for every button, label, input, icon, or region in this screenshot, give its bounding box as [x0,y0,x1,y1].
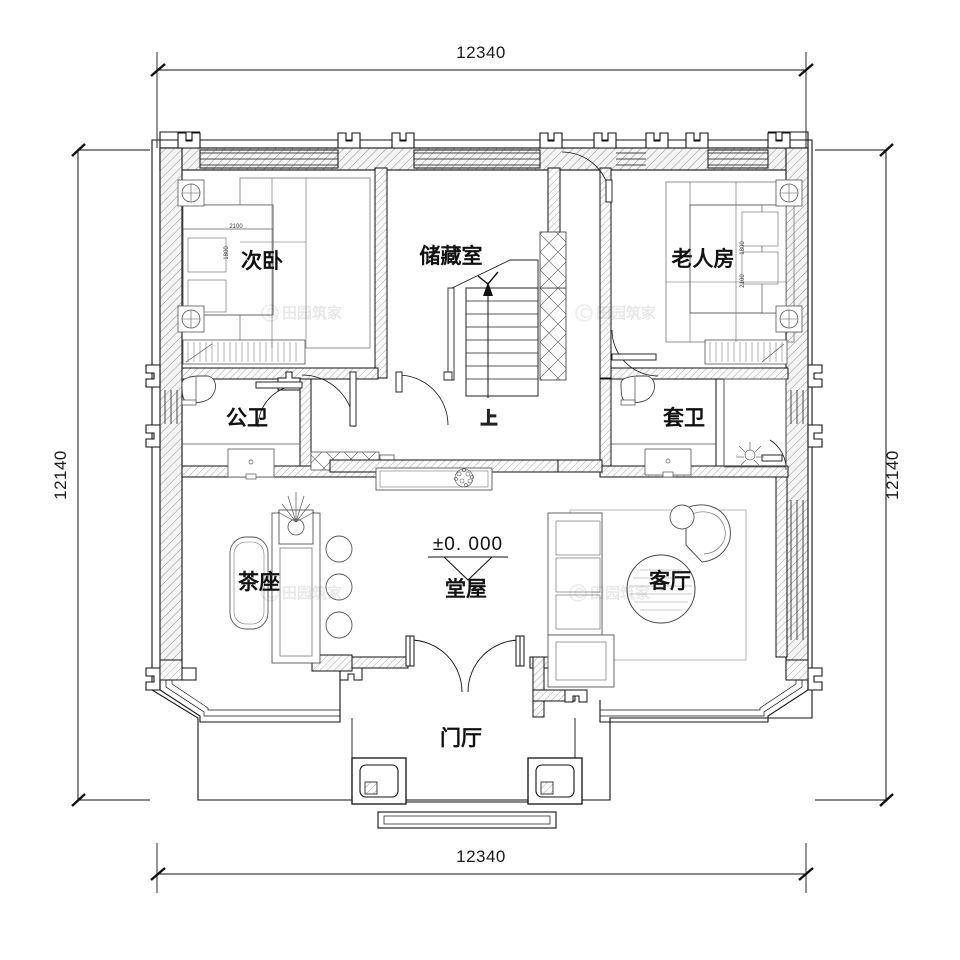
stool-1 [325,535,353,563]
room-label-gongwei: 公卫 [226,406,268,430]
bed-laoren-depth-dim: 1800 [740,241,746,255]
room-label-chucangshi: 储藏室 [420,244,483,268]
doors [255,151,787,693]
dimension-left-value: 12140 [51,450,70,500]
shower-drain [736,442,764,466]
stair-up-label: 上 [481,409,498,429]
room-label-taowei: 套卫 [663,406,705,430]
watermark-text-3: 田园筑家 [282,584,342,602]
staircase: 上 [443,231,567,430]
entrance-porch [351,718,583,829]
watermark-4: C 田园筑家 [569,584,650,602]
furniture-keting [547,504,747,688]
top-windows [199,149,769,169]
elevation-value: ±0. 000 [433,534,503,555]
watermark-3: C 田园筑家 [261,584,342,602]
toilet-gongwei [181,375,216,404]
room-label-laorenfang: 老人房 [672,247,735,271]
sink-gongwei [227,448,275,478]
svg-text:C: C [266,305,277,322]
shower-taowei [723,378,787,468]
dimension-right-value: 12140 [883,450,902,500]
bed-ciwo-depth-dim: 1800 [224,246,230,260]
round-coffee-table [626,554,696,624]
dimension-left: 12140 [51,143,150,807]
wardrobe-ciwo [182,339,306,365]
door-entrance-double [405,635,525,693]
dimension-bottom: 12340 [150,843,814,893]
table-texture [630,569,692,611]
dimension-top: 12340 [150,43,814,148]
side-table-keting [669,504,695,530]
furniture-chazuo [229,492,353,664]
elevation-marker: ±0. 000 [428,534,508,581]
room-label-menting: 门厅 [440,726,482,750]
top-pilasters [159,131,809,149]
fixtures-taowei [611,375,787,478]
svg-text:C: C [580,305,591,322]
furniture-laorenfang [665,179,803,365]
sink-taowei [644,448,692,476]
watermarks: C 田园筑家 C 田园筑家 C 田园筑家 C 田园筑家 [261,304,656,602]
dimension-right: 12140 [815,143,902,807]
door-laorenfang [611,329,659,377]
svg-text:C: C [266,585,277,602]
room-label-tangwu: 堂屋 [445,577,487,601]
left-window [164,390,178,424]
door-storage-top [561,151,613,203]
dimension-bottom-value: 12340 [456,847,506,866]
stair-railing [447,287,455,381]
room-label-ciwo: 次卧 [241,249,283,273]
door-gongwei [255,381,303,428]
bed-laoren-width-dim: 2100 [740,274,746,288]
side-pilasters [145,364,823,691]
room-label-keting: 客厅 [649,569,691,593]
stool-2 [325,573,353,601]
watermark-text-2: 田园筑家 [596,304,656,322]
plant-icon [277,492,315,523]
watermark-text-4: 田园筑家 [590,584,650,602]
watermark-text-1: 田园筑家 [282,304,342,322]
room-labels: 次卧 储藏室 老人房 公卫 套卫 茶座 堂屋 客厅 门厅 [226,244,735,750]
tea-bench [229,536,269,630]
watermark-1: C 田园筑家 [261,304,342,322]
console-table [329,459,603,491]
door-ciwo [301,371,357,428]
stool-3 [325,611,353,639]
right-windows [790,390,804,640]
watermark-2: C 田园筑家 [575,304,656,322]
dimension-top-value: 12340 [456,43,506,62]
bay-wall-left [159,654,353,723]
door-chucangshi [395,371,449,426]
svg-text:C: C [574,585,585,602]
furniture-dimensions: 2100 1800 1800 2100 [224,224,746,288]
bed-ciwo-width-dim: 2100 [229,224,243,230]
toilet-taowei [620,375,655,404]
room-label-chazuo: 茶座 [238,570,280,594]
furniture-ciwo [177,177,371,365]
console-decor [454,468,474,488]
